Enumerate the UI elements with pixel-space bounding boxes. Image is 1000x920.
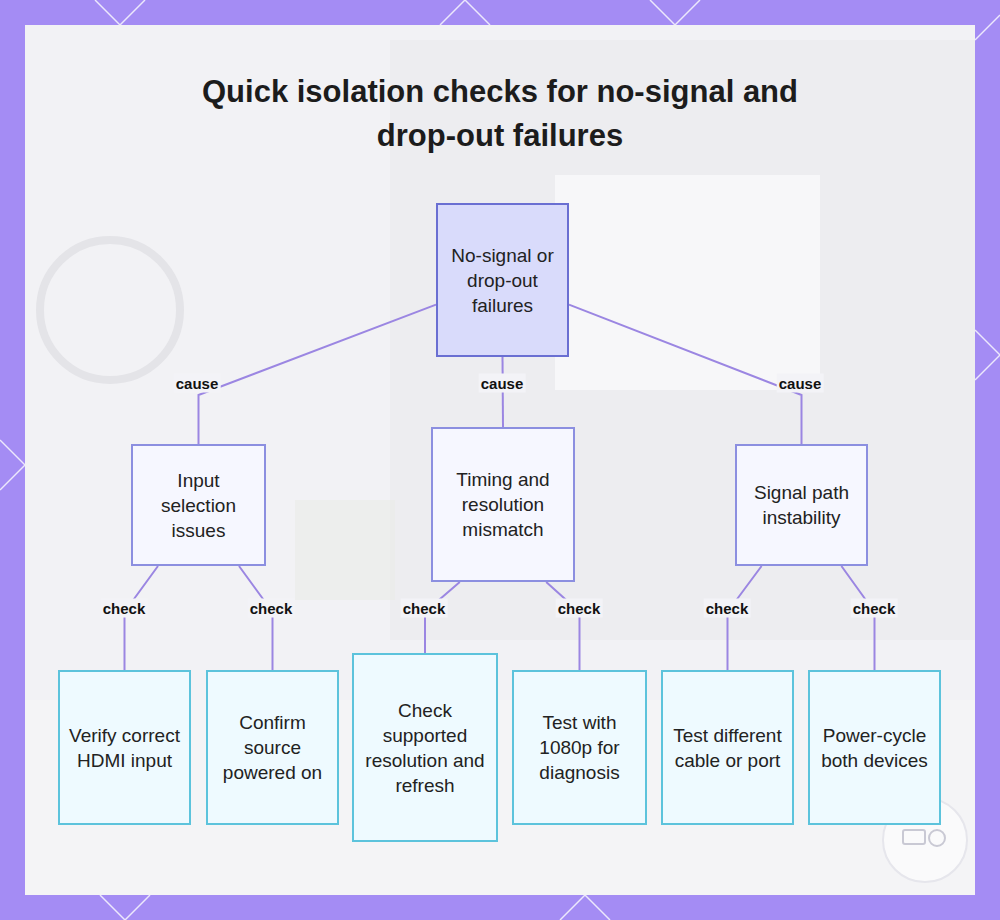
connector-line bbox=[569, 305, 802, 444]
box-text: Test different cable or port bbox=[671, 723, 784, 773]
box-text: Test with 1080p for diagnosis bbox=[522, 710, 637, 785]
box-text-group: Check supported resolution and refresh bbox=[362, 698, 488, 798]
cause-box: Input selection issues bbox=[131, 444, 266, 566]
box-text: Confirm source powered on bbox=[216, 710, 329, 785]
check-box: Test different cable or port bbox=[661, 670, 794, 825]
connector-line bbox=[728, 566, 762, 670]
box-text-group: Verify correct HDMI input bbox=[68, 723, 181, 773]
box-text-group: Signal path instability bbox=[745, 480, 858, 530]
panel bbox=[25, 25, 975, 895]
box-text: Power-cycle both devices bbox=[818, 723, 931, 773]
connector-line bbox=[841, 566, 874, 670]
edge-label: cause bbox=[174, 374, 221, 393]
edge-label: check bbox=[556, 599, 603, 618]
edge-label: cause bbox=[777, 374, 824, 393]
box-text: No-signal or drop-out failures bbox=[446, 243, 559, 318]
edge-label: cause bbox=[479, 374, 526, 393]
check-box: Verify correct HDMI input bbox=[58, 670, 191, 825]
root-box: No-signal or drop-out failures bbox=[436, 203, 569, 357]
box-text-group: Confirm source powered on bbox=[216, 710, 329, 785]
box-text-group: Power-cycle both devices bbox=[818, 723, 931, 773]
box-text-group: No-signal or drop-out failures bbox=[446, 243, 559, 318]
diagram-title: Quick isolation checks for no-signal and… bbox=[180, 70, 820, 158]
box-text: Timing and resolution mismatch bbox=[441, 467, 565, 542]
box-text: Check supported resolution and refresh bbox=[362, 698, 488, 798]
edge-label: check bbox=[704, 599, 751, 618]
edge-label: check bbox=[101, 599, 148, 618]
box-text: Signal path instability bbox=[745, 480, 858, 530]
check-box: Power-cycle both devices bbox=[808, 670, 941, 825]
connector-line bbox=[425, 582, 460, 653]
box-text-group: Timing and resolution mismatch bbox=[441, 467, 565, 542]
edge-label: check bbox=[851, 599, 898, 618]
connector-line bbox=[125, 566, 159, 670]
edge-label: check bbox=[248, 599, 295, 618]
check-box: Test with 1080p for diagnosis bbox=[512, 670, 647, 825]
check-box: Confirm source powered on bbox=[206, 670, 339, 825]
cause-box: Timing and resolution mismatch bbox=[431, 427, 575, 582]
connector-line bbox=[239, 566, 273, 670]
cause-box: Signal path instability bbox=[735, 444, 868, 566]
box-text-group: Input selection issues bbox=[141, 468, 256, 543]
box-text: Verify correct HDMI input bbox=[68, 723, 181, 773]
box-text: Input selection issues bbox=[141, 468, 256, 543]
connector-line bbox=[546, 582, 579, 670]
edge-label: check bbox=[401, 599, 448, 618]
box-text-group: Test with 1080p for diagnosis bbox=[522, 710, 637, 785]
box-text-group: Test different cable or port bbox=[671, 723, 784, 773]
check-box: Check supported resolution and refresh bbox=[352, 653, 498, 842]
connector-line bbox=[199, 305, 437, 444]
